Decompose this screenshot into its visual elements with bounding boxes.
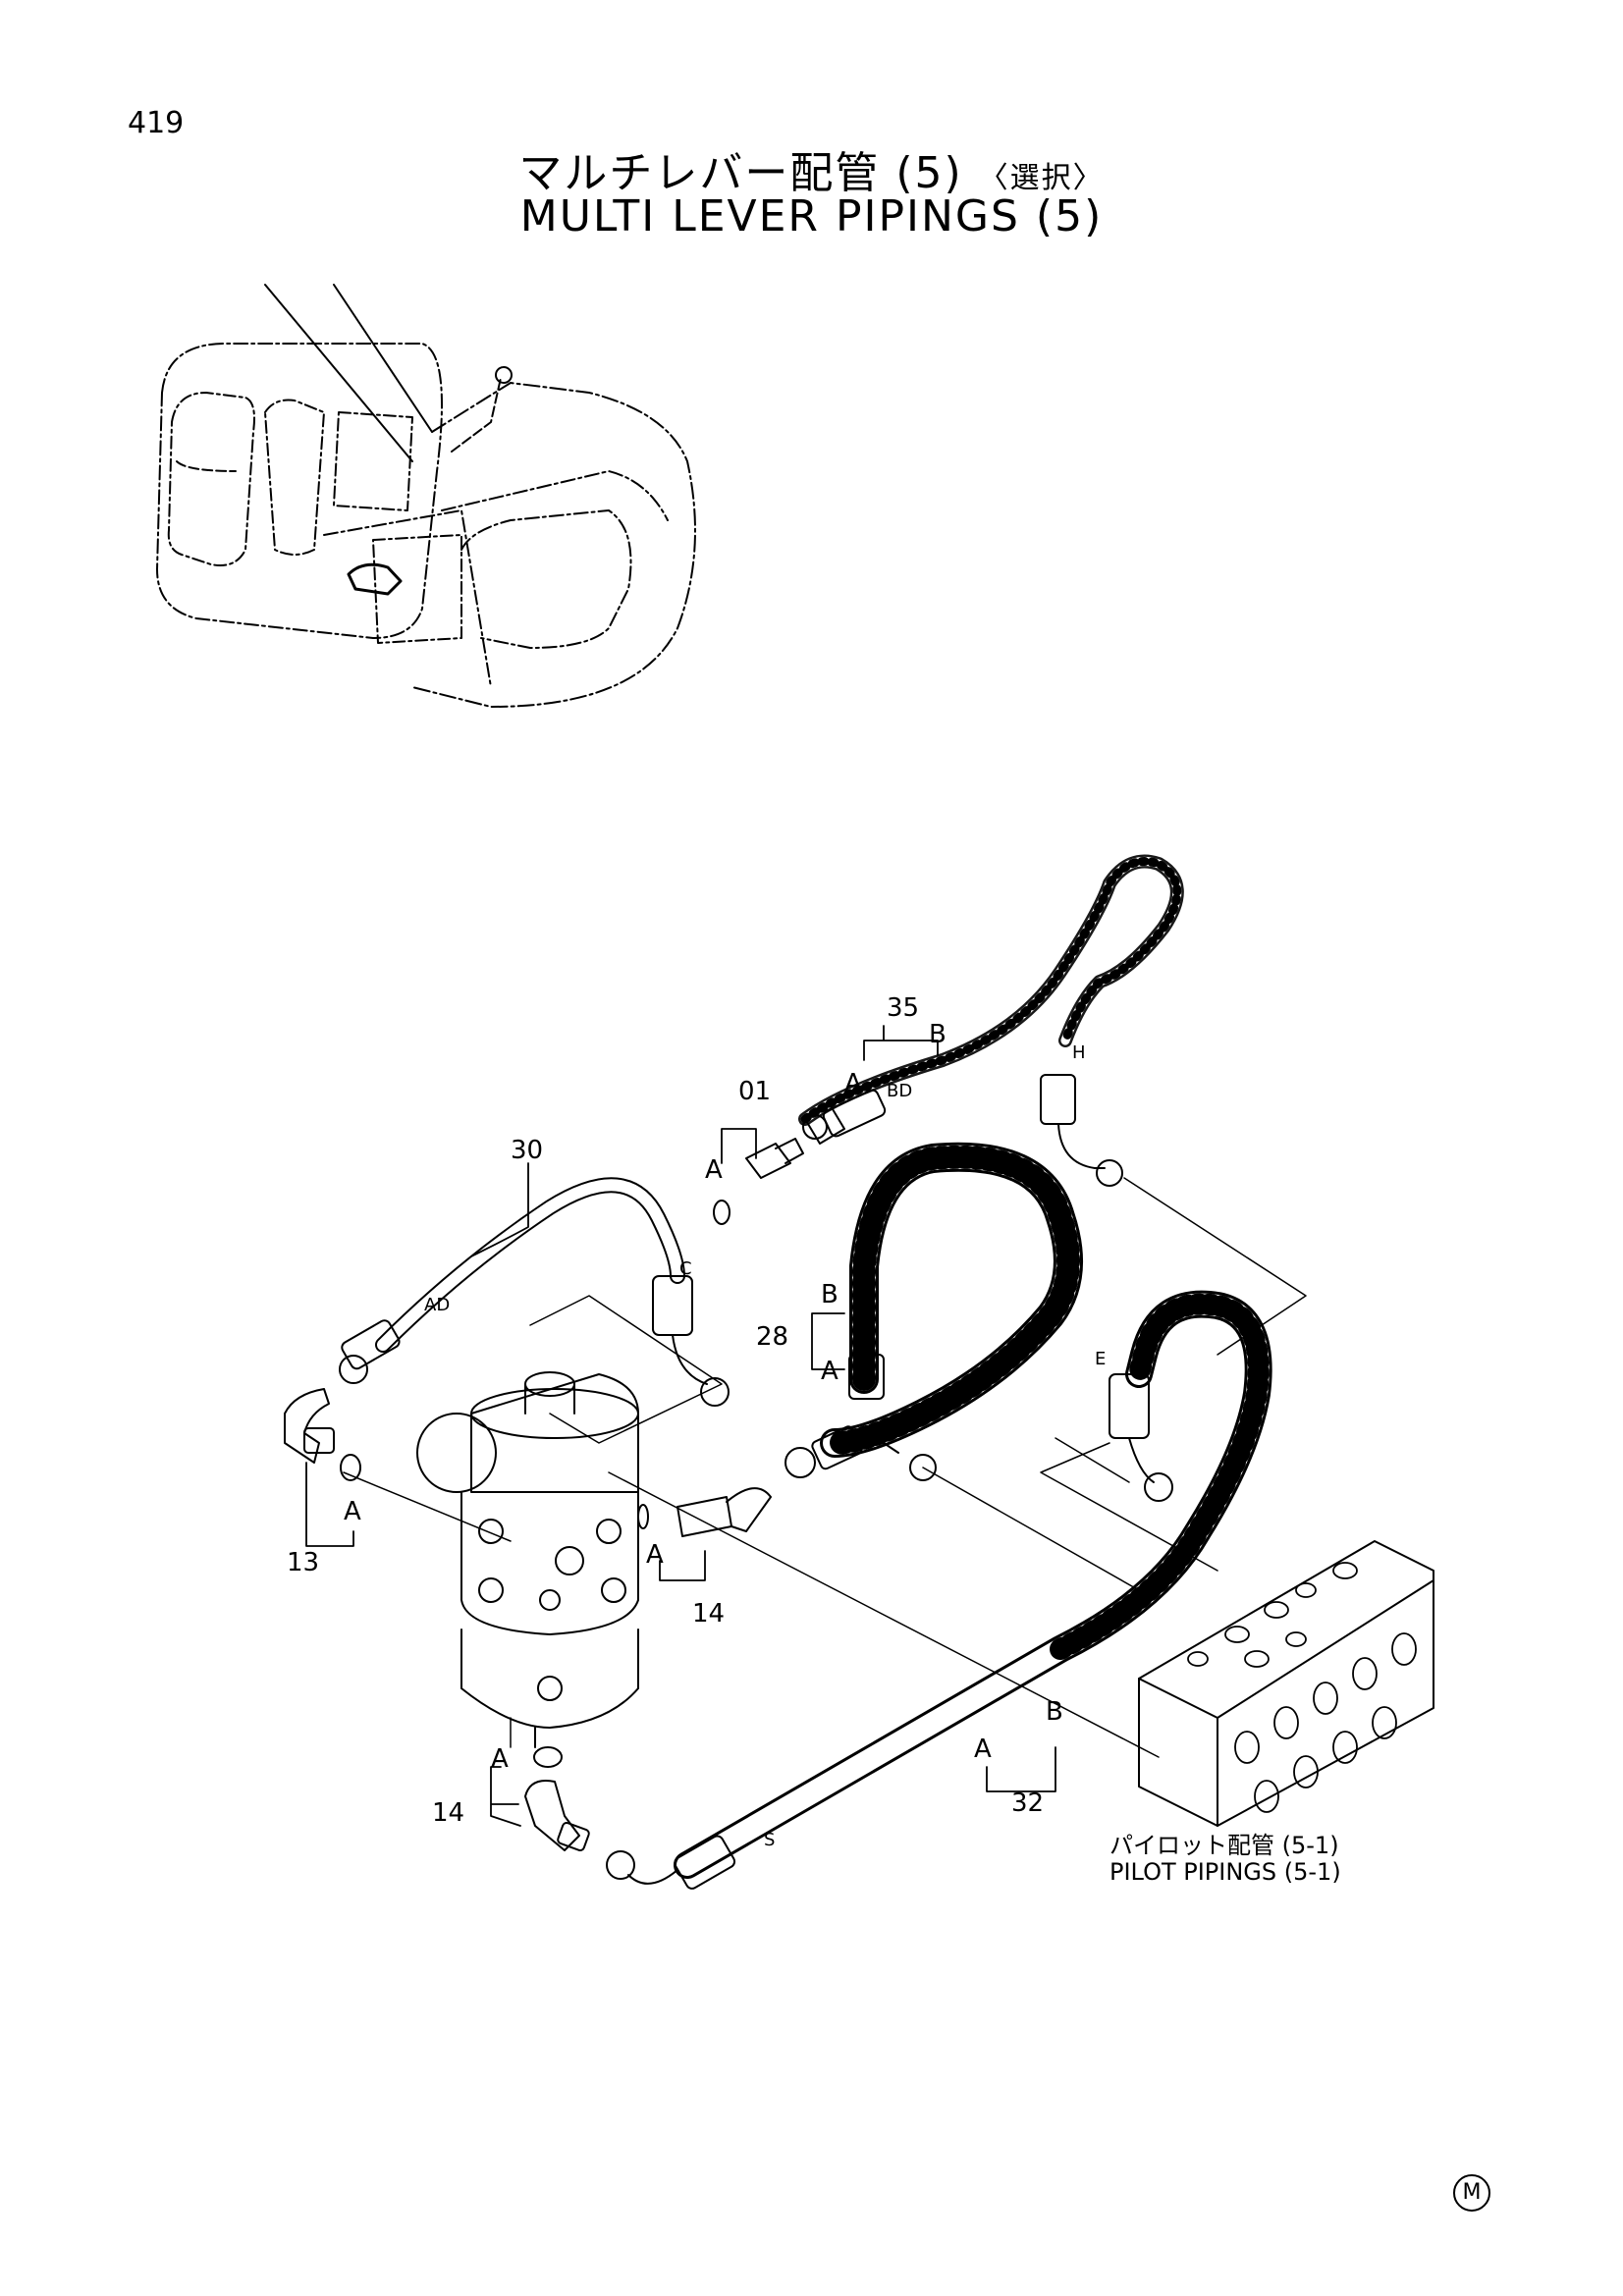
m-mark-icon: M xyxy=(1453,2174,1490,2212)
marker-b-35: B xyxy=(929,1020,947,1049)
reference-label-en: PILOT PIPINGS (5-1) xyxy=(1109,1858,1341,1886)
callout-35: 35 xyxy=(887,993,919,1023)
callout-labels: 35 01 30 28 13 14 32 14 xyxy=(287,993,1044,1828)
marker-ad: AD xyxy=(424,1295,450,1315)
marker-s: S xyxy=(764,1830,775,1850)
marker-a-14-bottom: A xyxy=(491,1744,509,1774)
marker-a-01: A xyxy=(705,1155,723,1185)
marker-b-32: B xyxy=(1046,1697,1063,1727)
marker-a-hose-28: A xyxy=(862,1321,875,1342)
reference-label-jp: パイロット配管 (5-1) xyxy=(1109,1832,1339,1859)
elbow-13 xyxy=(284,1388,361,1481)
hose-28 xyxy=(784,1142,1083,1481)
callout-32: 32 xyxy=(1011,1789,1044,1818)
marker-bd: BD xyxy=(887,1081,912,1101)
callout-01: 01 xyxy=(738,1077,771,1106)
title-jp-text: マルチレバー配管 (5) xyxy=(518,148,963,198)
callout-13: 13 xyxy=(287,1548,319,1577)
adapter-14-bottom xyxy=(524,1780,590,1851)
hose-35 xyxy=(798,854,1184,1187)
callout-30: 30 xyxy=(511,1136,543,1165)
excavator-overview-illustration xyxy=(156,284,696,708)
marker-a-35: A xyxy=(844,1069,862,1098)
control-valve-block xyxy=(1138,1540,1434,1827)
marker-a-13: A xyxy=(344,1497,361,1526)
hose-end-markers: BD H C AD A BH E S xyxy=(424,1042,1106,1850)
marker-b-28: B xyxy=(821,1280,839,1309)
adapter-14-right xyxy=(637,1487,772,1537)
callout-14-bottom: 14 xyxy=(432,1798,464,1828)
marker-bh: BH xyxy=(893,1413,919,1433)
marker-a-28: A xyxy=(821,1357,839,1386)
page-number: 419 xyxy=(128,106,185,140)
pilot-valve xyxy=(416,1371,639,1768)
title-japanese: マルチレバー配管 (5) 〈選択〉 xyxy=(0,137,1623,200)
hose-30 xyxy=(339,1177,730,1407)
leader-brackets xyxy=(305,1025,1056,1827)
callout-14-right: 14 xyxy=(692,1599,725,1629)
marker-a-14-right: A xyxy=(646,1540,664,1570)
marker-c: C xyxy=(679,1258,692,1279)
title-jp-suffix: 〈選択〉 xyxy=(978,161,1105,195)
title-english: MULTI LEVER PIPINGS (5) xyxy=(519,191,1104,241)
marker-a-32: A xyxy=(974,1735,992,1764)
hose-32 xyxy=(606,1290,1272,1890)
marker-e: E xyxy=(1095,1349,1106,1369)
letter-markers: A B A B A A A B A A xyxy=(344,1020,1063,1774)
adapter-01 xyxy=(713,1138,804,1225)
callout-28: 28 xyxy=(756,1322,788,1352)
connection-lines xyxy=(343,1177,1307,1758)
marker-h: H xyxy=(1072,1042,1086,1063)
